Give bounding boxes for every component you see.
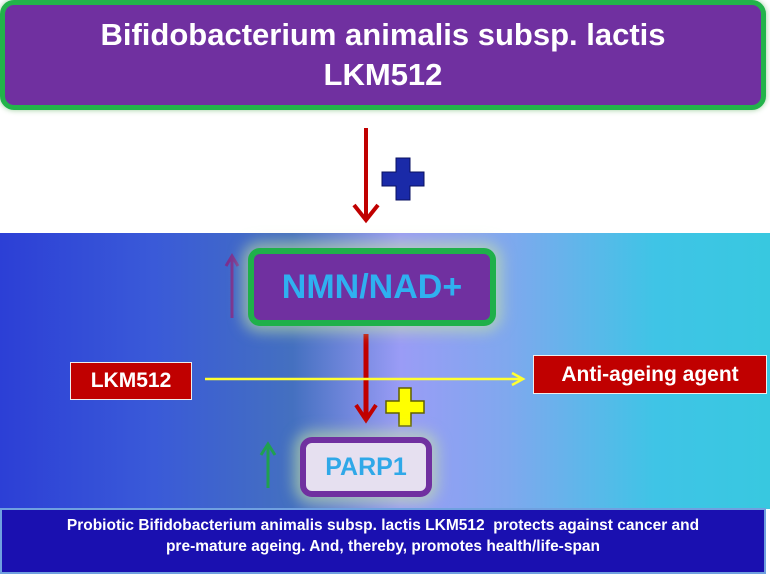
title-line2: LKM512 xyxy=(323,57,443,92)
lkm512-label: LKM512 xyxy=(70,362,192,400)
red-arrow-top xyxy=(352,128,380,224)
anti-ageing-label: Anti-ageing agent xyxy=(533,355,767,394)
yellow-plus-icon xyxy=(385,387,425,427)
title-line1: Bifidobacterium animalis subsp. lactis xyxy=(100,17,666,52)
green-up-arrow-icon xyxy=(259,441,277,488)
footer-line2: pre-mature ageing. And, thereby, promote… xyxy=(165,538,601,555)
nmn-nad-node: NMN/NAD+ xyxy=(248,248,496,326)
parp1-node: PARP1 xyxy=(300,437,432,497)
purple-up-arrow-icon xyxy=(224,253,240,318)
footer-caption: Probiotic Bifidobacterium animalis subsp… xyxy=(0,508,766,574)
blue-plus-icon xyxy=(381,157,425,201)
yellow-arrow xyxy=(205,371,526,387)
footer-line1: Probiotic Bifidobacterium animalis subsp… xyxy=(66,517,700,534)
red-arrow-middle xyxy=(354,334,378,424)
